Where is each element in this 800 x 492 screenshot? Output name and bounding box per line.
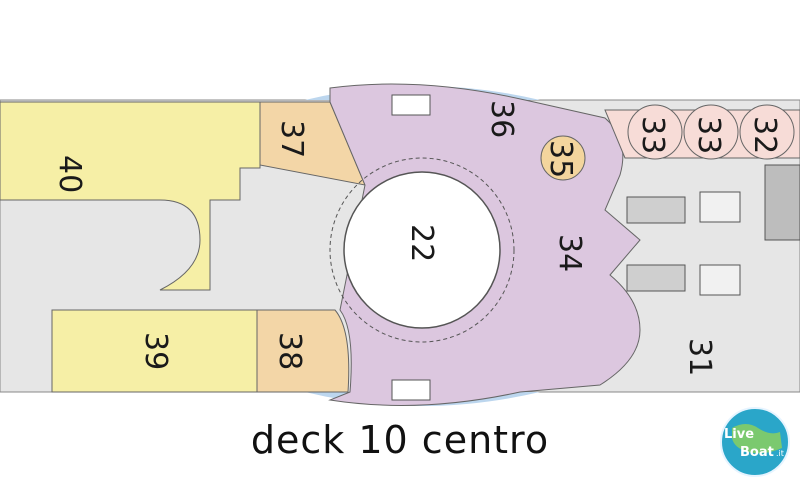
logo-word-live: Live: [724, 427, 754, 442]
room-33a-area[interactable]: [627, 104, 683, 160]
room-33b-area[interactable]: [683, 104, 739, 160]
room-35-area[interactable]: [540, 135, 586, 181]
room-label-32: 32: [747, 116, 782, 154]
logo-land-shape: [732, 424, 782, 454]
liveboat-logo: Live Boat .it: [720, 407, 790, 477]
atrium: [343, 171, 501, 329]
room-38-area[interactable]: [256, 309, 350, 393]
room-label-33a: 33: [635, 116, 670, 154]
deck-caption: deck 10 centro: [250, 418, 550, 462]
room-label-38: 38: [272, 332, 307, 370]
room-label-39: 39: [138, 332, 173, 370]
room-label-40: 40: [52, 155, 87, 193]
room-label-22: 22: [404, 224, 439, 262]
lift-block-bottom: [626, 264, 686, 292]
room-label-33b: 33: [691, 116, 726, 154]
room-label-37: 37: [274, 120, 309, 158]
room-label-34: 34: [552, 234, 587, 272]
lift-block-top: [626, 196, 686, 224]
room-32-area[interactable]: [739, 104, 795, 160]
atrium-ring: [329, 157, 515, 343]
room-label-31: 31: [682, 338, 717, 376]
room-label-36: 36: [484, 100, 519, 138]
stairs-icon-bottom: [391, 379, 431, 401]
stairs-top: [699, 191, 741, 223]
logo-suffix: .it: [776, 449, 784, 458]
stairs-bottom: [699, 264, 741, 296]
stairs-icon-top: [391, 94, 431, 116]
room-40-area[interactable]: [0, 101, 261, 291]
service-block: [764, 164, 800, 241]
logo-word-boat: Boat: [740, 445, 774, 460]
room-39-area[interactable]: [51, 309, 258, 393]
room-label-35: 35: [543, 140, 578, 178]
